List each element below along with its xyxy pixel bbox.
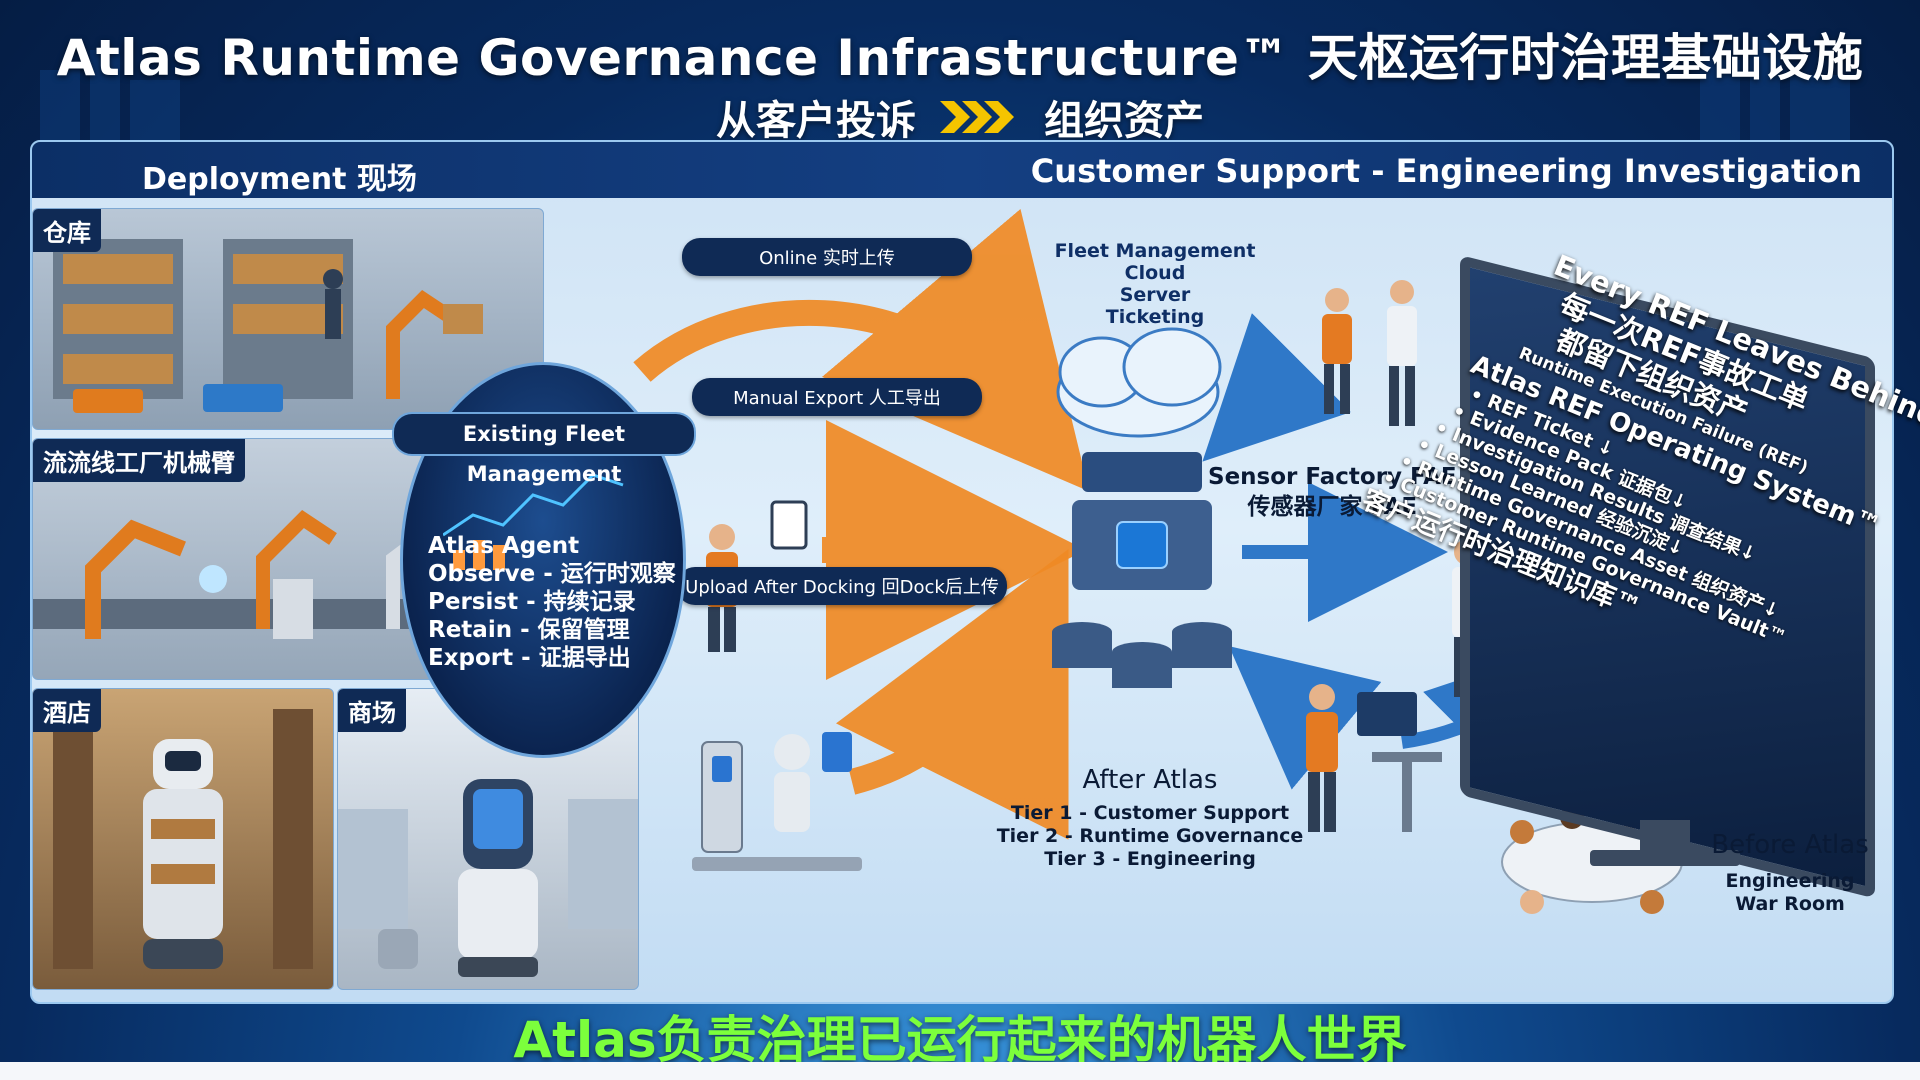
- after-atlas-title: After Atlas: [1082, 765, 1218, 795]
- flow-label-docking: Upload After Docking 回Dock后上传: [677, 567, 1007, 605]
- agent-line: Export - 证据导出: [428, 645, 631, 671]
- before-atlas-title: Before Atlas: [1711, 830, 1869, 860]
- tier-line: Tier 3 - Engineering: [1044, 848, 1256, 870]
- fae-to-cloud-arrow: [1202, 313, 1351, 462]
- scene-mall: 商场: [337, 688, 639, 990]
- fae-line-en: Sensor Factory FAE: [1208, 464, 1457, 490]
- docking-arrow: [835, 548, 1069, 840]
- flow-label-online: Online 实时上传: [682, 238, 972, 276]
- support-title: Customer Support - Engineering Investiga…: [1030, 152, 1862, 190]
- monitor-stand: [1590, 820, 1740, 866]
- tier-line: Tier 2 - Runtime Governance: [996, 825, 1304, 847]
- warehouse-illustration: [53, 239, 483, 413]
- fleet-management-title: Existing Fleet Management: [392, 412, 696, 486]
- flow-diagram: [633, 208, 1691, 914]
- cloud-line: Fleet Management: [1054, 240, 1256, 262]
- subtitle-to: 组织资产: [1044, 98, 1204, 144]
- hotel-robot-illustration: [53, 709, 313, 969]
- manual-worker-icon: [706, 500, 808, 652]
- subtitle-from: 从客户投诉: [716, 98, 916, 144]
- page-subtitle: 从客户投诉 组织资产: [0, 88, 1920, 146]
- cloud-label: Fleet Management Cloud Server Ticketing: [1040, 240, 1270, 328]
- war-room-line2: War Room: [1735, 893, 1845, 915]
- agent-line: Observe - 运行时观察: [428, 561, 676, 587]
- flow-label-manual: Manual Export 人工导出: [692, 378, 982, 416]
- footer-slogan: Atlas负责治理已运行起来的机器人世界: [513, 1011, 1407, 1069]
- tier-line: Tier 1 - Customer Support: [1010, 802, 1290, 824]
- skyline-background: [40, 40, 1850, 140]
- fae-label: Sensor Factory FAE 传感器厂家 FAE: [1208, 462, 1457, 522]
- war-room-line1: Engineering: [1725, 870, 1855, 892]
- before-atlas-subtitle: Engineering War Room: [1690, 870, 1890, 916]
- mall-robot-illustration: [338, 779, 638, 977]
- agent-line: Retain - 保留管理: [428, 617, 630, 643]
- scene-label-assembly: 流流线工厂机械臂: [33, 439, 245, 482]
- scene-label-warehouse: 仓库: [33, 209, 101, 252]
- cloud-server-icon: [1052, 327, 1232, 688]
- deployment-title: Deployment 现场: [142, 162, 417, 197]
- scene-label-mall: 商场: [338, 689, 406, 732]
- scene-label-hotel: 酒店: [33, 689, 101, 732]
- main-panel: Deployment 现场 Customer Support - Enginee…: [30, 140, 1894, 1004]
- fae-line-cn: 传感器厂家 FAE: [1247, 494, 1418, 520]
- bottom-strip: [0, 1062, 1920, 1080]
- fleet-chart-decoration: [443, 473, 624, 570]
- tier-engineer-icon: [1306, 684, 1442, 832]
- online-arrow: [633, 208, 1090, 492]
- cloud-line: Cloud: [1124, 262, 1186, 284]
- scene-warehouse: 仓库: [32, 208, 544, 430]
- after-atlas-tiers: Tier 1 - Customer Support Tier 2 - Runti…: [990, 802, 1310, 871]
- agent-line: Atlas Agent: [428, 533, 580, 559]
- docking-robot-icon: [692, 732, 862, 871]
- cloud-line: Server: [1119, 284, 1191, 306]
- chevrons-right-icon: [940, 101, 1014, 133]
- fae-engineers-icon: [1322, 280, 1417, 426]
- agent-line: Persist - 持续记录: [428, 589, 636, 615]
- panel-header-bar: Deployment 现场 Customer Support - Enginee…: [32, 142, 1892, 198]
- scene-hotel: 酒店: [32, 688, 334, 990]
- page-title: Atlas Runtime Governance Infrastructure™…: [56, 29, 1864, 87]
- cloud-line: Ticketing: [1105, 306, 1205, 328]
- atlas-agent-list: Atlas Agent Observe - 运行时观察 Persist - 持续…: [428, 532, 676, 672]
